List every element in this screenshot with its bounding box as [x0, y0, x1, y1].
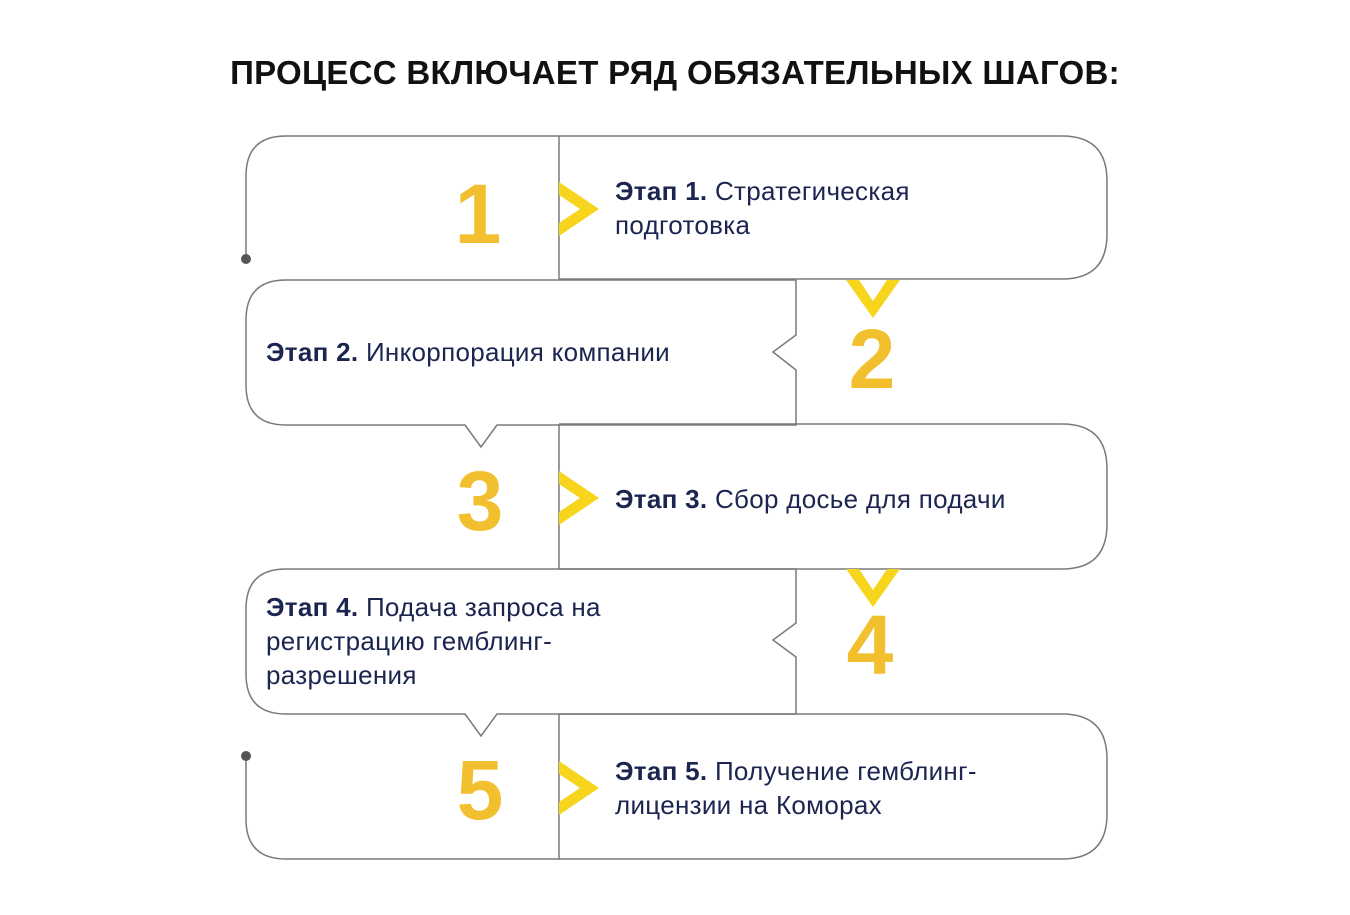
step-4-outline — [245, 568, 797, 738]
step-4-text: Этап 4. Подача запроса на регистрацию ге… — [266, 592, 601, 690]
step-1-text: Этап 1. Стратегическая подготовка — [615, 176, 910, 240]
step-5-outline — [245, 713, 1108, 860]
step-3-text: Этап 3. Сбор досье для подачи — [615, 484, 1006, 514]
step-5-text: Этап 5. Получение гемблинг-лицензии на К… — [615, 756, 977, 820]
chevron-down-icon — [846, 280, 900, 318]
step-2-text: Этап 2. Инкорпорация компании — [266, 337, 670, 367]
step-1-number: 1 — [454, 167, 502, 261]
step-5-number: 5 — [456, 743, 504, 837]
step-3-outline — [558, 423, 1108, 570]
end-dot — [241, 751, 251, 761]
step-4-number: 4 — [846, 598, 894, 692]
chevron-down-icon — [846, 569, 900, 607]
chevron-right-icon — [559, 761, 599, 815]
diagram-title: ПРОЦЕСС ВКЛЮЧАЕТ РЯД ОБЯЗАТЕЛЬНЫХ ШАГОВ: — [230, 54, 1120, 91]
chevron-right-icon — [559, 471, 599, 525]
start-dot — [241, 254, 251, 264]
chevron-right-icon — [559, 182, 599, 236]
step-1-outline — [245, 135, 1108, 280]
step-2-outline — [245, 279, 797, 449]
step-3-number: 3 — [456, 454, 504, 548]
step-2-number: 2 — [848, 312, 896, 406]
